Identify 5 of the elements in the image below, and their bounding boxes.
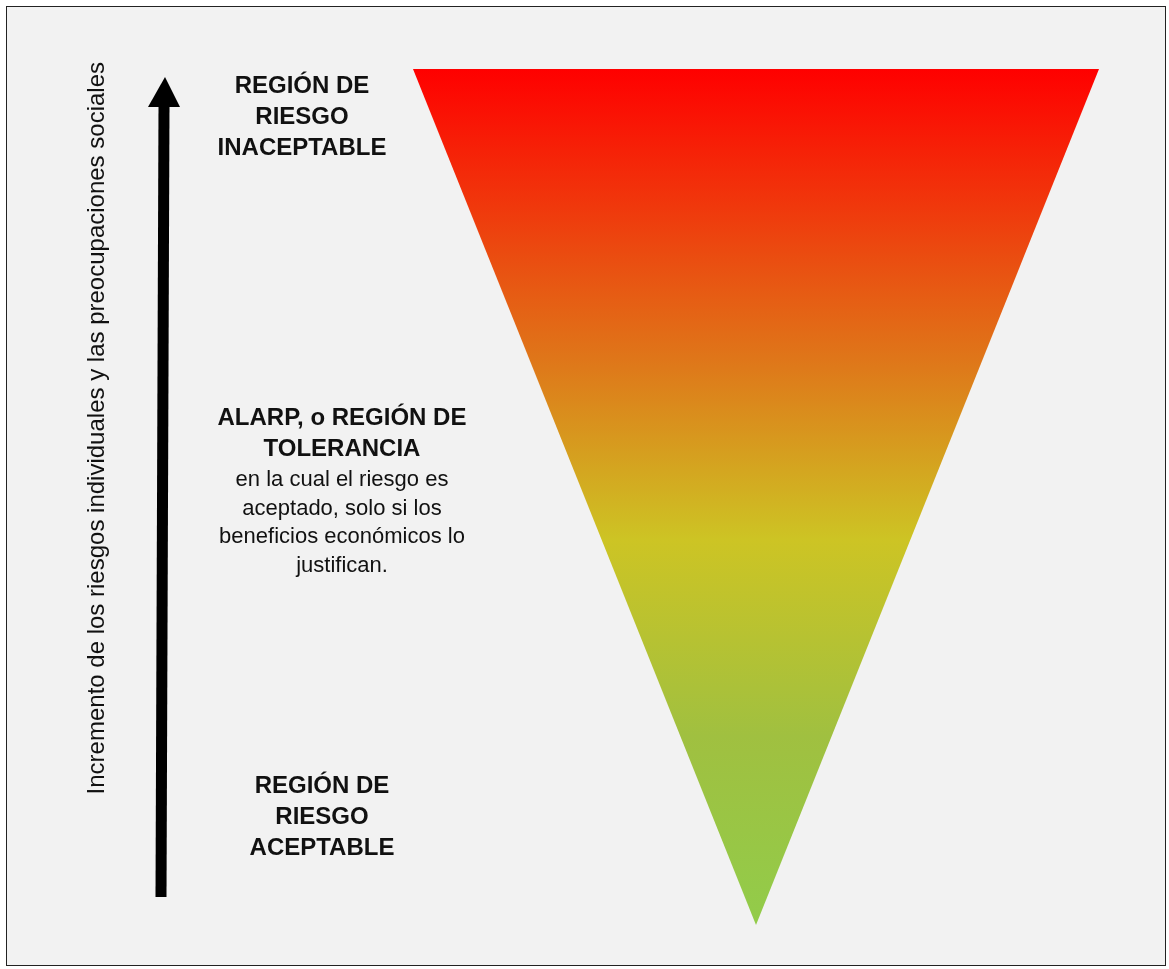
axis-label: Incremento de los riesgos individuales y las preocupaciones sociales xyxy=(82,62,110,795)
region-heading: ALARP, o REGIÓN DE TOLERANCIA xyxy=(216,402,468,464)
region-heading: REGIÓN DE RIESGO ACEPTABLE xyxy=(248,770,396,863)
region-heading: REGIÓN DE RIESGO INACEPTABLE xyxy=(216,70,388,163)
region-description: en la cual el riesgo es aceptado, solo si los beneficios económicos lo justifican. xyxy=(218,465,466,579)
